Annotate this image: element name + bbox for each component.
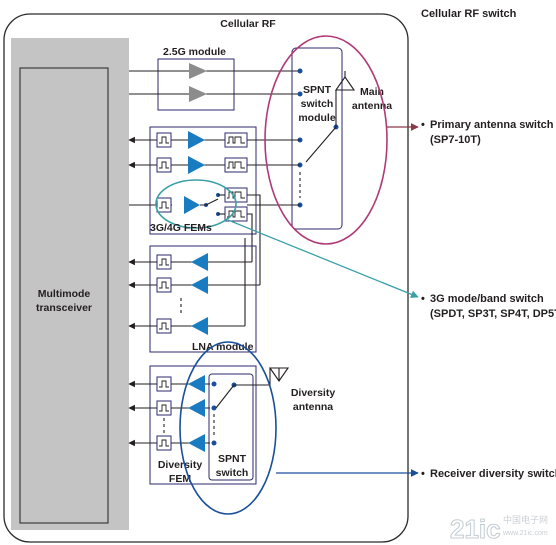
spnt-switch-label-1: SPNT: [218, 453, 247, 465]
module-25g-label: 2.5G module: [163, 46, 226, 58]
amplifier-icon: [184, 196, 200, 214]
primary-switch-bullet: •: [421, 119, 425, 131]
lna-icon: [188, 434, 205, 452]
primary-switch-line-1: Primary antenna switch: [430, 119, 554, 131]
amplifier-icon: [188, 131, 205, 149]
filter-icon: [156, 132, 172, 148]
lna-module-block: [149, 245, 257, 353]
spnt-main-label-3: module: [298, 112, 335, 124]
amplifier-icon: [189, 63, 207, 79]
right-panel-title: Cellular RF switch: [421, 8, 517, 20]
filter-icon: [156, 376, 172, 392]
diversity-fem-label-2: FEM: [169, 473, 191, 485]
multimode-transceiver-block: [11, 38, 129, 530]
lna-icon: [191, 253, 208, 271]
diversity-paths: [128, 367, 290, 452]
filter-icon: [156, 318, 172, 334]
cellular-rf-label: Cellular RF: [220, 18, 276, 30]
watermark-text: 21ic: [450, 514, 501, 544]
filter-icon: [156, 277, 172, 293]
fems-label: 3G/4G FEMs: [150, 222, 212, 234]
primary-switch-line-2: (SP7-10T): [430, 134, 481, 146]
lna-icon: [191, 317, 208, 335]
diversity-fem-label-1: Diversity: [158, 459, 203, 471]
watermark-sub-2: www.21ic.com: [502, 530, 548, 537]
module-25g-paths: [129, 63, 300, 102]
spnt-main-switch: [297, 68, 356, 208]
mode-band-switch-bullet: •: [421, 293, 425, 305]
module-25g-block: [157, 58, 235, 111]
spnt-switch-label-2: switch: [216, 467, 249, 479]
diversity-switch-line-1: Receiver diversity switch: [430, 468, 556, 480]
lna-icon: [188, 375, 205, 393]
lna-icon: [191, 276, 208, 294]
filter-icon: [156, 435, 172, 451]
watermark-logo: 21ic 中国电子网 www.21ic.com: [450, 514, 549, 545]
duplexer-icon: [224, 157, 248, 173]
mode-band-switch-line-1: 3G mode/band switch: [430, 293, 544, 305]
main-antenna-label-2: antenna: [352, 100, 392, 112]
lna-paths: [128, 238, 260, 335]
mode-band-switch-line-2: (SPDT, SP3T, SP4T, DP5T): [430, 308, 556, 320]
receiver-diversity-switch-highlight: [179, 341, 277, 515]
filter-icon: [156, 400, 172, 416]
diversity-antenna-label-1: Diversity: [291, 387, 336, 399]
fems-block: [149, 126, 257, 235]
filter-icon: [156, 254, 172, 270]
filter-icon: [156, 157, 172, 173]
main-antenna-label-1: Main: [360, 86, 384, 98]
diversity-antenna-label-2: antenna: [293, 401, 333, 413]
mode-band-switch-arrow: [227, 219, 419, 298]
multimode-transceiver-label-1: Multimode: [38, 288, 91, 300]
amplifier-icon: [189, 86, 207, 102]
primary-antenna-switch-highlight: [264, 35, 388, 245]
spnt-main-label-1: SPNT: [303, 84, 332, 96]
filter-icon: [156, 197, 172, 213]
amplifier-icon: [188, 156, 205, 174]
diversity-switch-bullet: •: [421, 468, 425, 480]
lna-icon: [188, 399, 205, 417]
mode-band-switch-highlight: [155, 179, 237, 229]
multimode-transceiver-label-2: transceiver: [36, 302, 92, 314]
multimode-transceiver-inner: [19, 67, 109, 524]
diversity-spnt-switch-block: [208, 373, 254, 481]
duplexer-icon: [224, 132, 248, 148]
diversity-fem-block: [149, 365, 257, 485]
watermark-sub-1: 中国电子网: [503, 514, 548, 525]
spnt-main-label-2: switch: [301, 98, 334, 110]
spnt-switch-module-block: [291, 47, 343, 230]
